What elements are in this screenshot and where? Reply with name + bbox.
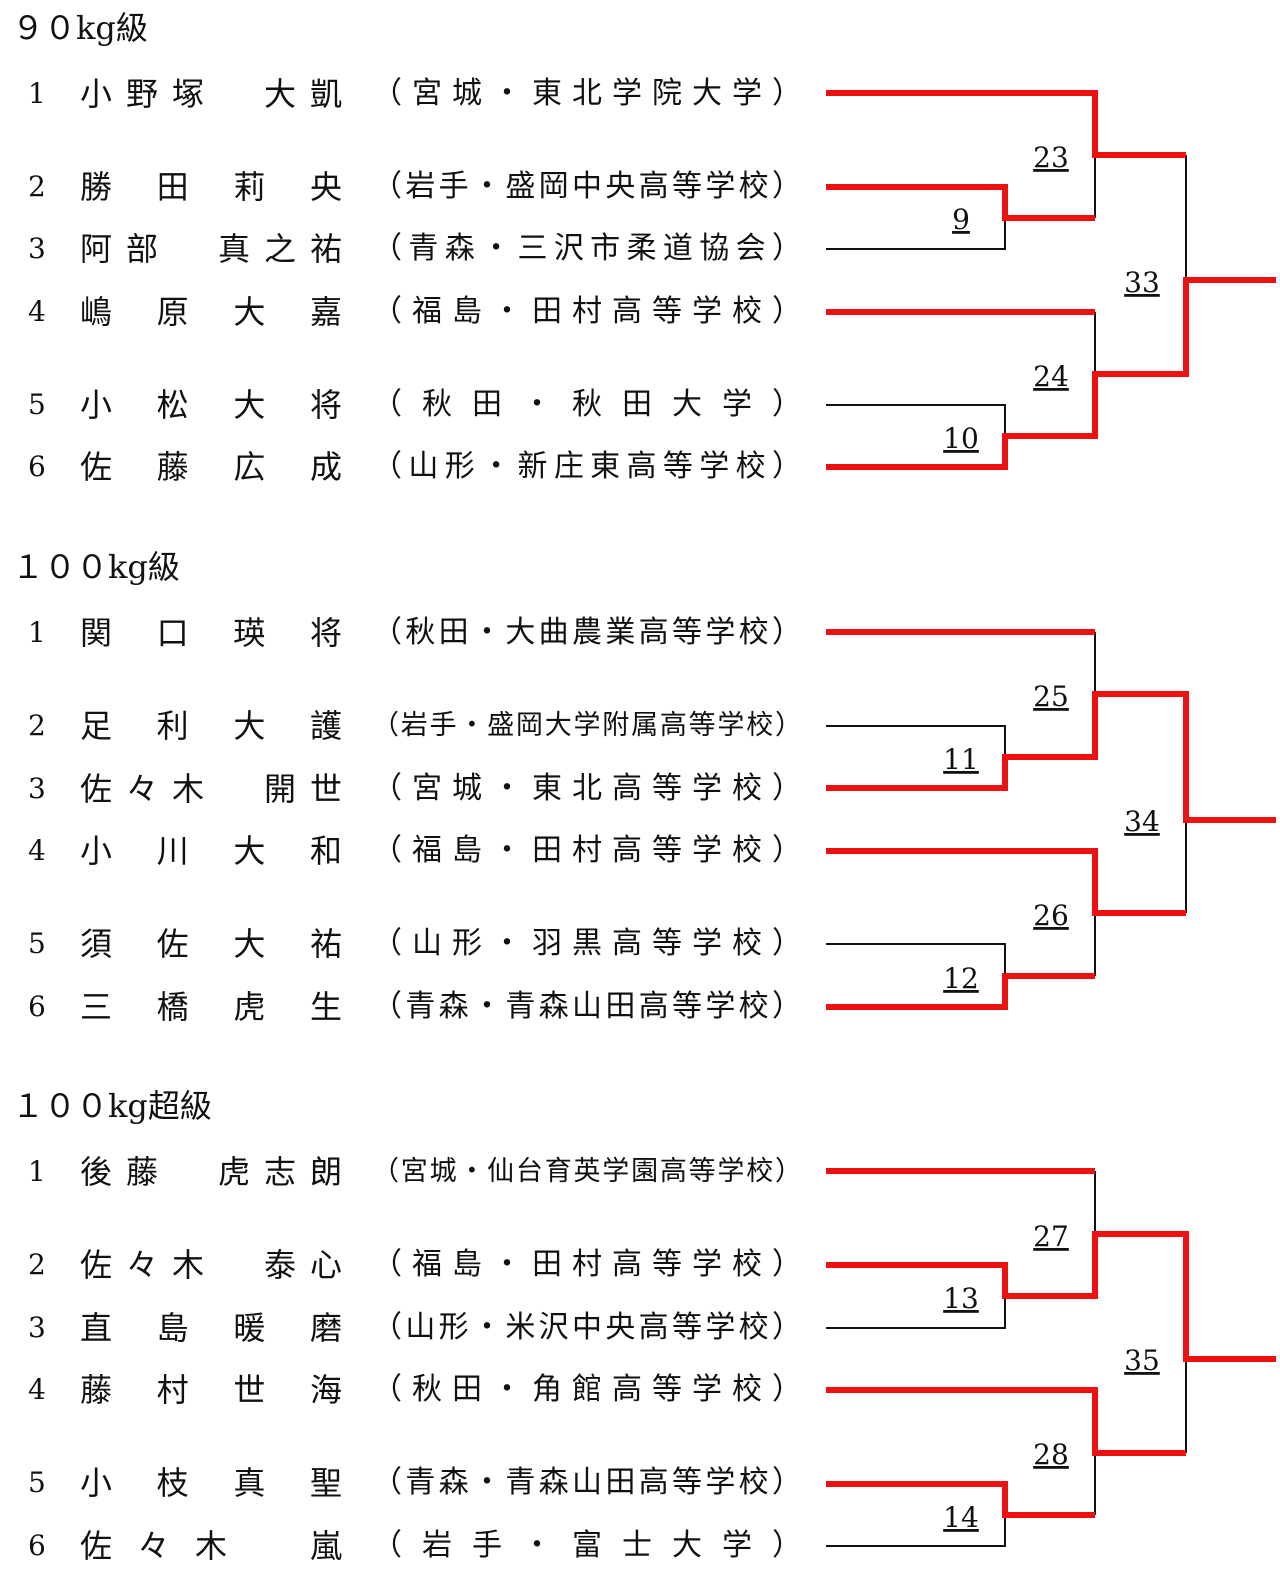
athlete-name: 須 佐 大 祐 bbox=[80, 925, 342, 963]
athlete-affiliation: （秋田・大曲農業高等学校） bbox=[372, 615, 802, 650]
match-number: 35 bbox=[1124, 1344, 1160, 1377]
athlete-affiliation: （宮城・東北学院大学） bbox=[372, 76, 802, 111]
seed-number: 1 bbox=[28, 1155, 46, 1188]
match-number: 27 bbox=[1033, 1220, 1069, 1253]
athlete-affiliation: （岩手・盛岡中央高等学校） bbox=[372, 169, 802, 204]
match-number: 13 bbox=[943, 1282, 979, 1315]
athlete-affiliation: （秋田・角館高等学校） bbox=[372, 1372, 802, 1407]
seed-number: 3 bbox=[28, 1311, 46, 1344]
athlete-affiliation: （岩手・盛岡大学附属高等学校） bbox=[372, 710, 802, 741]
seed-number: 1 bbox=[28, 77, 46, 110]
seed-number: 5 bbox=[28, 927, 46, 960]
match-number: 28 bbox=[1033, 1438, 1069, 1471]
match-number: 11 bbox=[943, 743, 979, 776]
division-title-100kg: １００kg級 bbox=[12, 548, 180, 586]
athlete-name: 藤 村 世 海 bbox=[80, 1371, 342, 1409]
match-number: 33 bbox=[1124, 266, 1160, 299]
seed-number: 6 bbox=[28, 1529, 46, 1562]
seed-number: 4 bbox=[28, 1373, 46, 1406]
seed-number: 5 bbox=[28, 1466, 46, 1499]
seed-number: 6 bbox=[28, 450, 46, 483]
athlete-affiliation: （山形・羽黒高等学校） bbox=[372, 926, 802, 961]
seed-number: 6 bbox=[28, 990, 46, 1023]
match-number: 26 bbox=[1033, 899, 1069, 932]
athlete-name: 佐 藤 広 成 bbox=[80, 448, 342, 486]
athlete-name: 小 枝 真 聖 bbox=[80, 1464, 342, 1502]
athlete-affiliation: （秋田・秋田大学） bbox=[372, 387, 802, 422]
athlete-name: 小野塚 大凱 bbox=[80, 75, 342, 113]
athlete-name: 佐々木 泰心 bbox=[80, 1246, 342, 1284]
athlete-name: 小 松 大 将 bbox=[80, 386, 342, 424]
seed-number: 2 bbox=[28, 1248, 46, 1281]
athlete-name: 直 島 暖 磨 bbox=[80, 1309, 342, 1347]
athlete-name: 足 利 大 護 bbox=[80, 707, 342, 745]
match-number: 14 bbox=[943, 1501, 979, 1534]
athlete-affiliation: （福島・田村高等学校） bbox=[372, 1247, 802, 1282]
match-number: 25 bbox=[1033, 680, 1069, 713]
athlete-name: 佐々木 開世 bbox=[80, 770, 342, 808]
match-number: 9 bbox=[952, 203, 970, 236]
seed-number: 4 bbox=[28, 295, 46, 328]
athlete-affiliation: （岩手・富士大学） bbox=[372, 1528, 802, 1563]
bracket-100kg bbox=[826, 629, 1276, 1010]
athlete-affiliation: （青森・青森山田高等学校） bbox=[372, 1465, 802, 1500]
athlete-affiliation: （青森・三沢市柔道協会） bbox=[372, 231, 802, 266]
match-number: 10 bbox=[943, 422, 979, 455]
seed-number: 2 bbox=[28, 709, 46, 742]
athlete-name: 小 川 大 和 bbox=[80, 832, 342, 870]
seed-number: 3 bbox=[28, 772, 46, 805]
athlete-affiliation: （青森・青森山田高等学校） bbox=[372, 989, 802, 1024]
athlete-name: 三 橋 虎 生 bbox=[80, 988, 342, 1026]
athlete-name: 阿部 真之祐 bbox=[80, 230, 342, 268]
seed-number: 4 bbox=[28, 834, 46, 867]
athlete-affiliation: （山形・新庄東高等学校） bbox=[372, 449, 802, 484]
athlete-affiliation: （山形・米沢中央高等学校） bbox=[372, 1310, 802, 1345]
athlete-affiliation: （福島・田村高等学校） bbox=[372, 833, 802, 868]
seed-number: 1 bbox=[28, 616, 46, 649]
athlete-name: 後藤 虎志朗 bbox=[80, 1153, 342, 1191]
bracket-90kg bbox=[826, 90, 1276, 470]
seed-number: 2 bbox=[28, 170, 46, 203]
division-title-over-100kg: １００kg超級 bbox=[12, 1087, 212, 1125]
match-number: 23 bbox=[1033, 141, 1069, 174]
athlete-name: 勝 田 莉 央 bbox=[80, 168, 342, 206]
seed-number: 3 bbox=[28, 232, 46, 265]
athlete-affiliation: （宮城・仙台育英学園高等学校） bbox=[372, 1156, 802, 1187]
athlete-name: 佐々木 嵐 bbox=[80, 1527, 342, 1565]
match-number: 12 bbox=[943, 962, 979, 995]
athlete-name: 嶋 原 大 嘉 bbox=[80, 293, 342, 331]
athlete-affiliation: （福島・田村高等学校） bbox=[372, 294, 802, 329]
athlete-affiliation: （宮城・東北高等学校） bbox=[372, 771, 802, 806]
match-number: 24 bbox=[1033, 360, 1069, 393]
seed-number: 5 bbox=[28, 388, 46, 421]
match-number: 34 bbox=[1124, 805, 1160, 838]
athlete-name: 関 口 瑛 将 bbox=[80, 614, 342, 652]
division-title-90kg: ９０kg級 bbox=[12, 9, 148, 47]
bracket-over-100kg bbox=[826, 1168, 1276, 1547]
